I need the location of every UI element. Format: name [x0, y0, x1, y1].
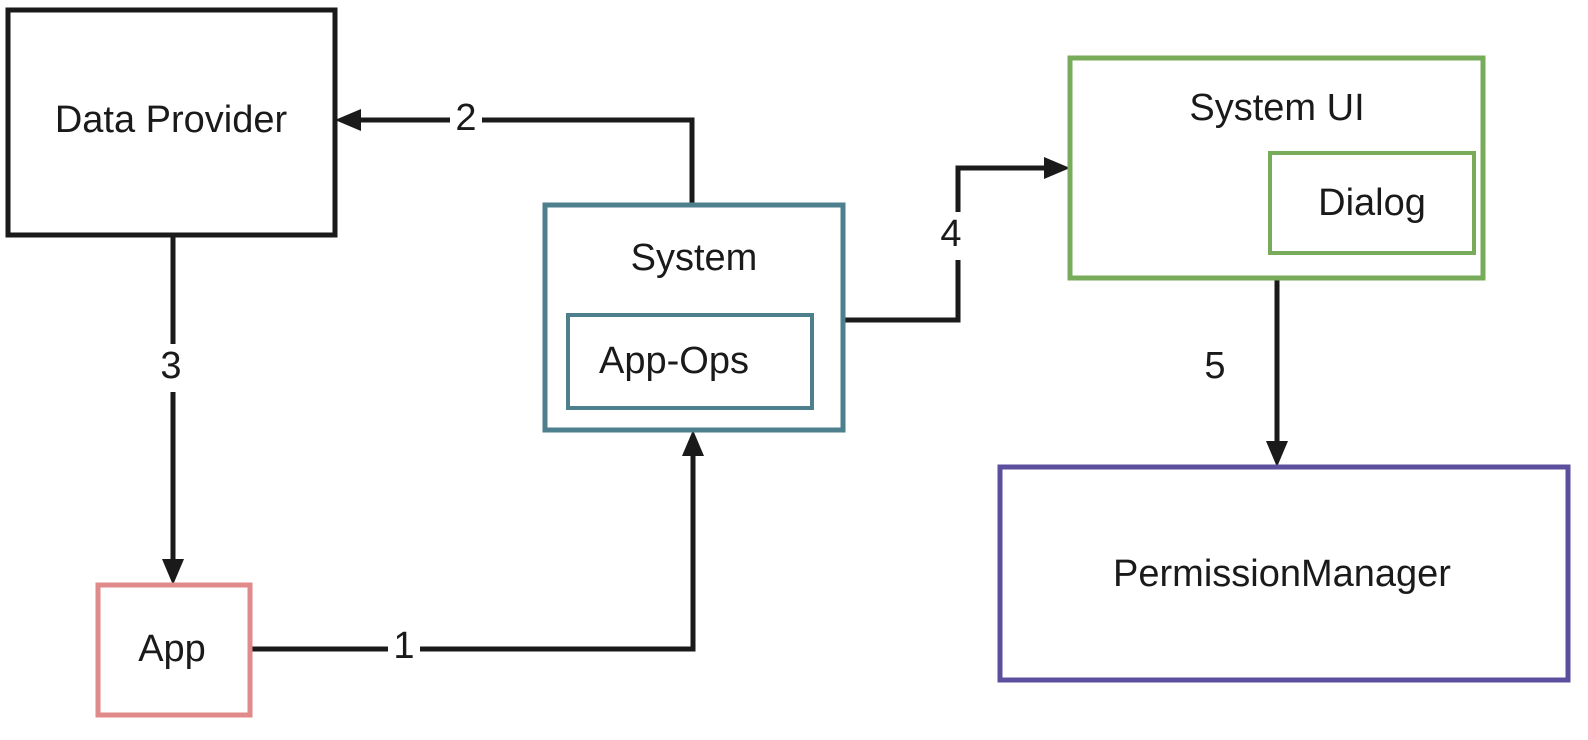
- app-box: [95, 582, 253, 718]
- edge-3-label: 3: [160, 345, 181, 387]
- edge-1-arrowhead: [682, 430, 704, 456]
- edge-2[interactable]: 2: [335, 96, 695, 205]
- edge-4-label-bg: [935, 212, 967, 260]
- node-permission-manager[interactable]: PermissionManager: [997, 464, 1571, 683]
- edge-5-label: 5: [1204, 345, 1225, 387]
- node-data-provider[interactable]: Data Provider: [5, 7, 338, 238]
- system-label: System: [631, 237, 758, 279]
- app-ops-label: App-Ops: [599, 340, 749, 382]
- edge-3[interactable]: 3: [155, 237, 187, 585]
- edges-layer: 1 2 3 4: [155, 96, 1288, 672]
- nodes-layer: Data Provider System App-Ops System UI D…: [5, 7, 1571, 718]
- permission-manager-box: [997, 464, 1571, 683]
- data-provider-label: Data Provider: [55, 99, 288, 141]
- edge-4[interactable]: 4: [843, 157, 1070, 323]
- edge-5-arrowhead: [1266, 441, 1288, 467]
- app-ops-box: [566, 313, 814, 410]
- edge-2-arrowhead: [335, 109, 361, 131]
- edge-5-label-bg: [1199, 344, 1231, 392]
- edge-2-label-bg: [450, 96, 482, 144]
- node-dialog[interactable]: Dialog: [1268, 151, 1476, 255]
- node-app[interactable]: App: [95, 582, 253, 718]
- edge-3-arrowhead: [162, 559, 184, 585]
- app-label: App: [138, 628, 206, 670]
- edge-3-label-bg: [155, 344, 187, 392]
- edge-2-label: 2: [455, 97, 476, 139]
- edge-1-line: [252, 443, 696, 652]
- dialog-box: [1268, 151, 1476, 255]
- system-ui-label: System UI: [1189, 87, 1364, 129]
- edge-4-arrowhead: [1044, 157, 1070, 179]
- edge-1-label-bg: [388, 624, 420, 672]
- dialog-label: Dialog: [1318, 182, 1426, 224]
- node-app-ops[interactable]: App-Ops: [566, 313, 814, 410]
- edge-5[interactable]: 5: [1199, 280, 1288, 467]
- edge-1-label: 1: [393, 625, 414, 667]
- data-provider-box: [5, 7, 338, 238]
- edge-1[interactable]: 1: [252, 430, 704, 672]
- permission-manager-label: PermissionManager: [1113, 553, 1451, 595]
- edge-2-line: [350, 117, 695, 205]
- edge-4-label: 4: [940, 213, 961, 255]
